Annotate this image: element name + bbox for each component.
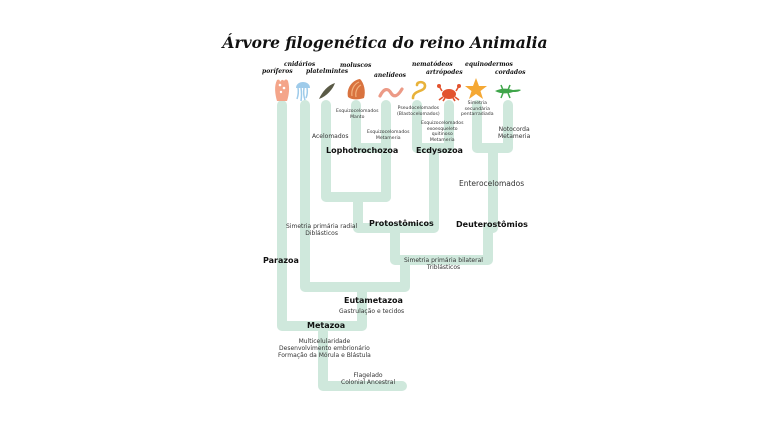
taxon-moluscos: moluscos xyxy=(340,62,372,69)
branch-lophotrochozoa xyxy=(321,100,391,202)
page-title: Árvore filogenética do reino Animalia xyxy=(222,33,548,52)
roundworm-icon xyxy=(411,80,427,100)
taxon-artropodes: artrópodes xyxy=(426,69,463,76)
taxon-cnidarios: cnidários xyxy=(284,61,316,68)
trait-acelomados: Acelomados xyxy=(312,133,349,140)
snail-shell-icon xyxy=(347,79,365,100)
flatworm-icon xyxy=(319,83,335,99)
crab-icon xyxy=(437,84,461,102)
trait-gastrulacao: Gastrulação e tecidos xyxy=(339,308,405,315)
taxon-poriferos: poríferos xyxy=(262,68,293,75)
branch-root xyxy=(318,327,407,391)
clade-parazoa: Parazoa xyxy=(263,256,299,265)
branch-bilateria xyxy=(390,223,493,265)
earthworm-icon xyxy=(378,87,404,98)
clade-protostomios: Protostômicos xyxy=(369,219,434,228)
taxon-platelmintes: platelmintes xyxy=(306,68,349,75)
taxon-cordados: cordados xyxy=(495,69,526,76)
taxon-equinodermos: equinodermos xyxy=(465,61,513,68)
lizard-icon xyxy=(495,84,521,99)
trait-enterocelomados: Enterocelomados xyxy=(459,179,525,188)
starfish-icon xyxy=(465,78,487,99)
clade-ecdysozoa: Ecdysozoa xyxy=(416,146,463,155)
jellyfish-icon xyxy=(296,82,310,102)
branch-lophotrochozoa-inner xyxy=(351,100,391,153)
branch-protostomia xyxy=(353,192,439,233)
taxon-anelideos: anelídeos xyxy=(374,72,407,79)
clade-eutametazoa: Eutametazoa xyxy=(344,296,403,305)
clade-lophotrochozoa: Lophotrochozoa xyxy=(326,146,399,155)
sponge-icon xyxy=(275,79,290,101)
branch-eumetazoa xyxy=(300,100,410,292)
branch-metazoa xyxy=(277,100,367,331)
trait-pseudocelomados: Pseudocelomados(Blastocelomados) xyxy=(397,106,440,117)
taxon-nematodeos: nematódeos xyxy=(412,61,453,68)
clade-metazoa: Metazoa xyxy=(307,321,346,330)
clade-deuterostomios: Deuterostômios xyxy=(456,220,528,229)
